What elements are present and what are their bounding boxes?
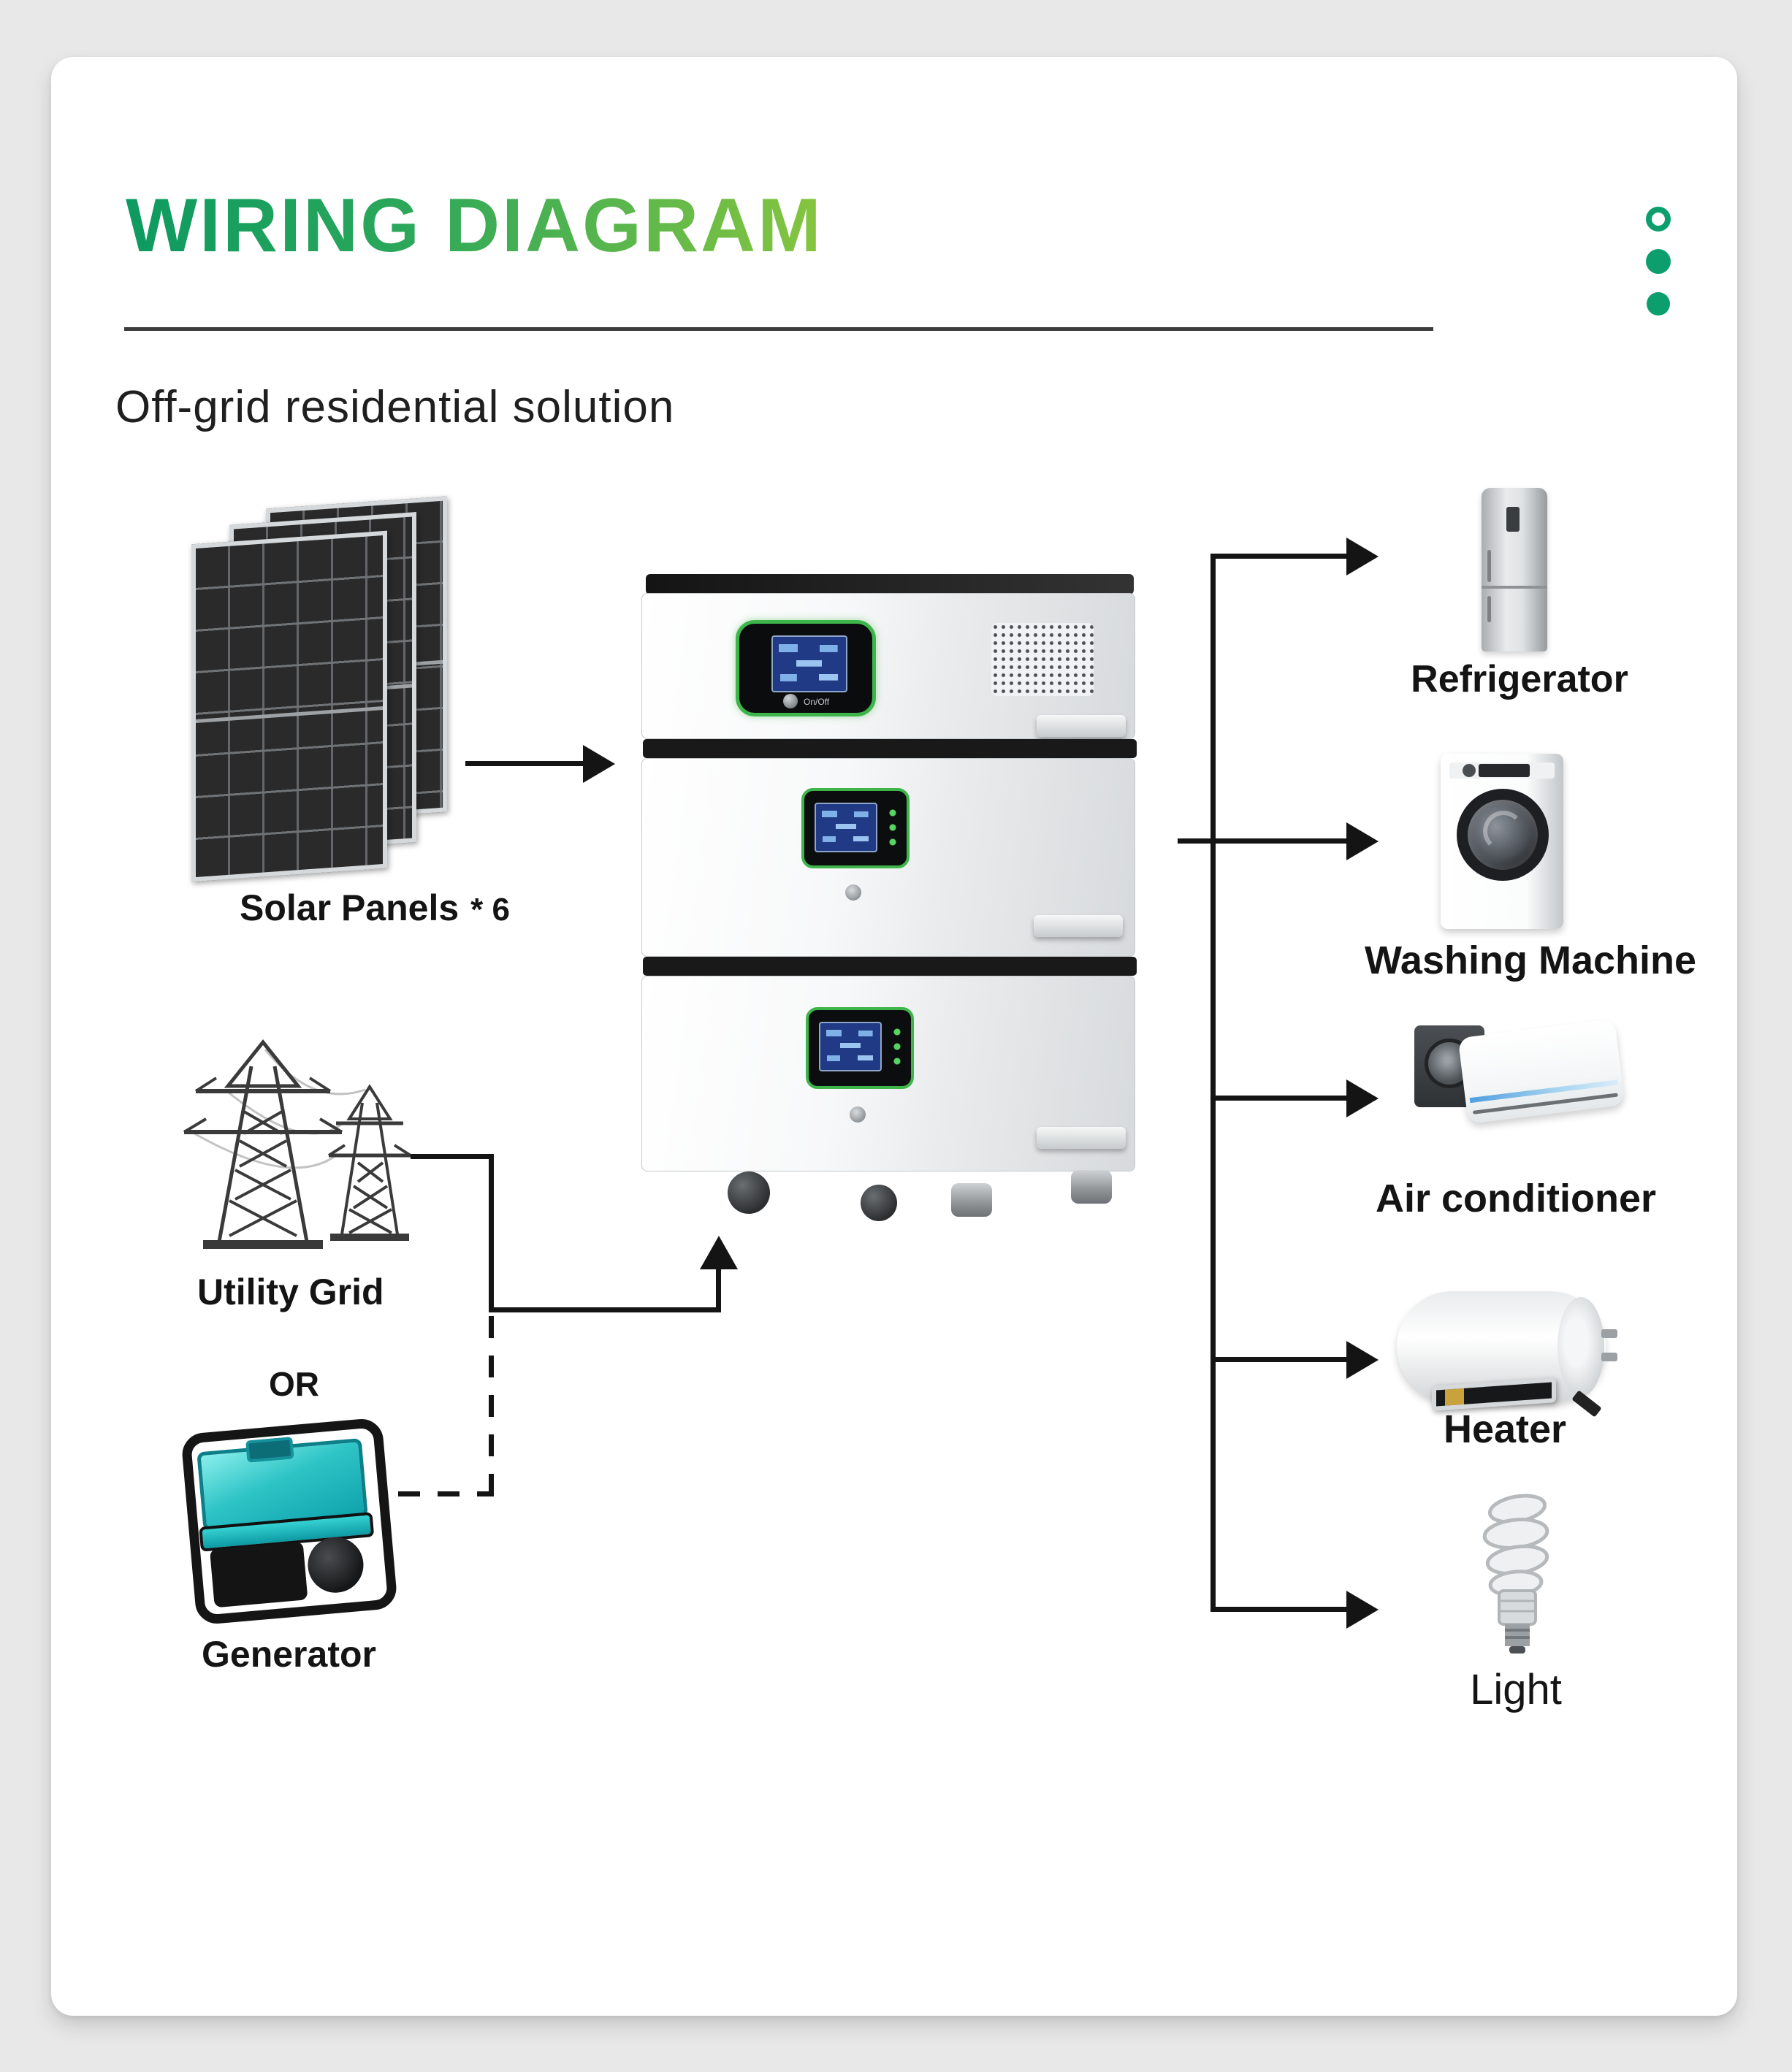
branch-refrigerator-line (1210, 554, 1348, 559)
generator-label: Generator (202, 1634, 376, 1675)
generator-icon (180, 1417, 398, 1626)
arrow-right-icon (1346, 1341, 1379, 1379)
battery-module (641, 976, 1135, 1171)
branch-air-conditioner-line (1210, 1096, 1348, 1101)
arrow-right-icon (1346, 538, 1379, 576)
solar-panels-label: Solar Panels* 6 (240, 887, 510, 928)
connector-to-battery-horizontal (489, 1307, 721, 1312)
inverter-unit: On/Off (641, 593, 1135, 739)
solar-panel (191, 530, 387, 882)
heater-label: Heater (1443, 1407, 1567, 1451)
vent-grille-icon (991, 623, 1094, 696)
washing-machine-icon (1441, 754, 1563, 929)
leveling-foot-icon (1071, 1170, 1112, 1204)
arrow-right-icon (1346, 822, 1379, 860)
branch-washing-machine-line (1178, 838, 1348, 844)
battery-display (801, 788, 910, 868)
page-subtitle: Off-grid residential solution (115, 382, 675, 432)
lock-icon (845, 884, 861, 901)
connector-utility-horizontal (411, 1154, 494, 1159)
connector-to-battery-vertical (716, 1266, 721, 1310)
arrow-right-icon (1346, 1079, 1379, 1117)
handle (1037, 1127, 1126, 1149)
air-conditioner-label: Air conditioner (1375, 1177, 1656, 1220)
connector-generator-dashed-horizontal (398, 1491, 494, 1496)
distribution-trunk-line (1210, 554, 1216, 1612)
connector-utility-vertical (489, 1154, 494, 1312)
power-button-label: On/Off (804, 697, 830, 707)
washing-machine-label: Washing Machine (1364, 938, 1697, 982)
refrigerator-label: Refrigerator (1411, 658, 1628, 700)
stack-separator (643, 739, 1137, 758)
lcd-screen-icon (815, 803, 877, 852)
battery-inverter-stack-icon: On/Off (641, 574, 1140, 1221)
handle (1037, 715, 1126, 737)
branch-light-line (1210, 1607, 1348, 1612)
carousel-dot-filled-icon[interactable] (1646, 249, 1671, 274)
connector-solar-to-battery (465, 761, 587, 766)
lcd-screen-icon (771, 635, 847, 692)
inverter-display: On/Off (736, 620, 876, 716)
page-title: WIRING DIAGRAM (126, 183, 823, 268)
stack-separator (643, 957, 1137, 976)
solar-panels-icon (191, 496, 462, 882)
utility-grid-towers-icon (174, 1017, 419, 1255)
lock-icon (850, 1106, 866, 1123)
light-label: Light (1470, 1666, 1562, 1713)
led-indicators-icon (893, 1025, 901, 1069)
arrow-right-icon (583, 745, 615, 783)
arrow-right-icon (1346, 1591, 1379, 1629)
battery-module (641, 758, 1135, 957)
or-label: OR (269, 1365, 319, 1403)
solar-panels-quantity: * 6 (470, 892, 510, 928)
caster-wheel-icon (728, 1171, 770, 1214)
lcd-screen-icon (819, 1022, 882, 1071)
arrow-up-icon (700, 1236, 738, 1269)
heater-icon (1397, 1291, 1617, 1418)
handle (1034, 915, 1123, 937)
caster-wheel-icon (861, 1185, 897, 1221)
battery-display (806, 1007, 914, 1089)
stack-top-band (646, 574, 1134, 595)
carousel-dot-ring-icon[interactable] (1646, 207, 1671, 232)
leveling-foot-icon (951, 1183, 992, 1217)
branch-heater-line (1210, 1357, 1348, 1362)
connector-generator-dashed-vertical (489, 1316, 494, 1496)
refrigerator-icon (1482, 488, 1547, 651)
title-underline (124, 327, 1433, 331)
led-indicators-icon (889, 806, 896, 849)
utility-grid-label: Utility Grid (197, 1272, 384, 1312)
light-bulb-icon (1471, 1483, 1563, 1655)
carousel-dot-filled-icon[interactable] (1647, 292, 1670, 316)
power-button-icon[interactable] (783, 694, 798, 708)
